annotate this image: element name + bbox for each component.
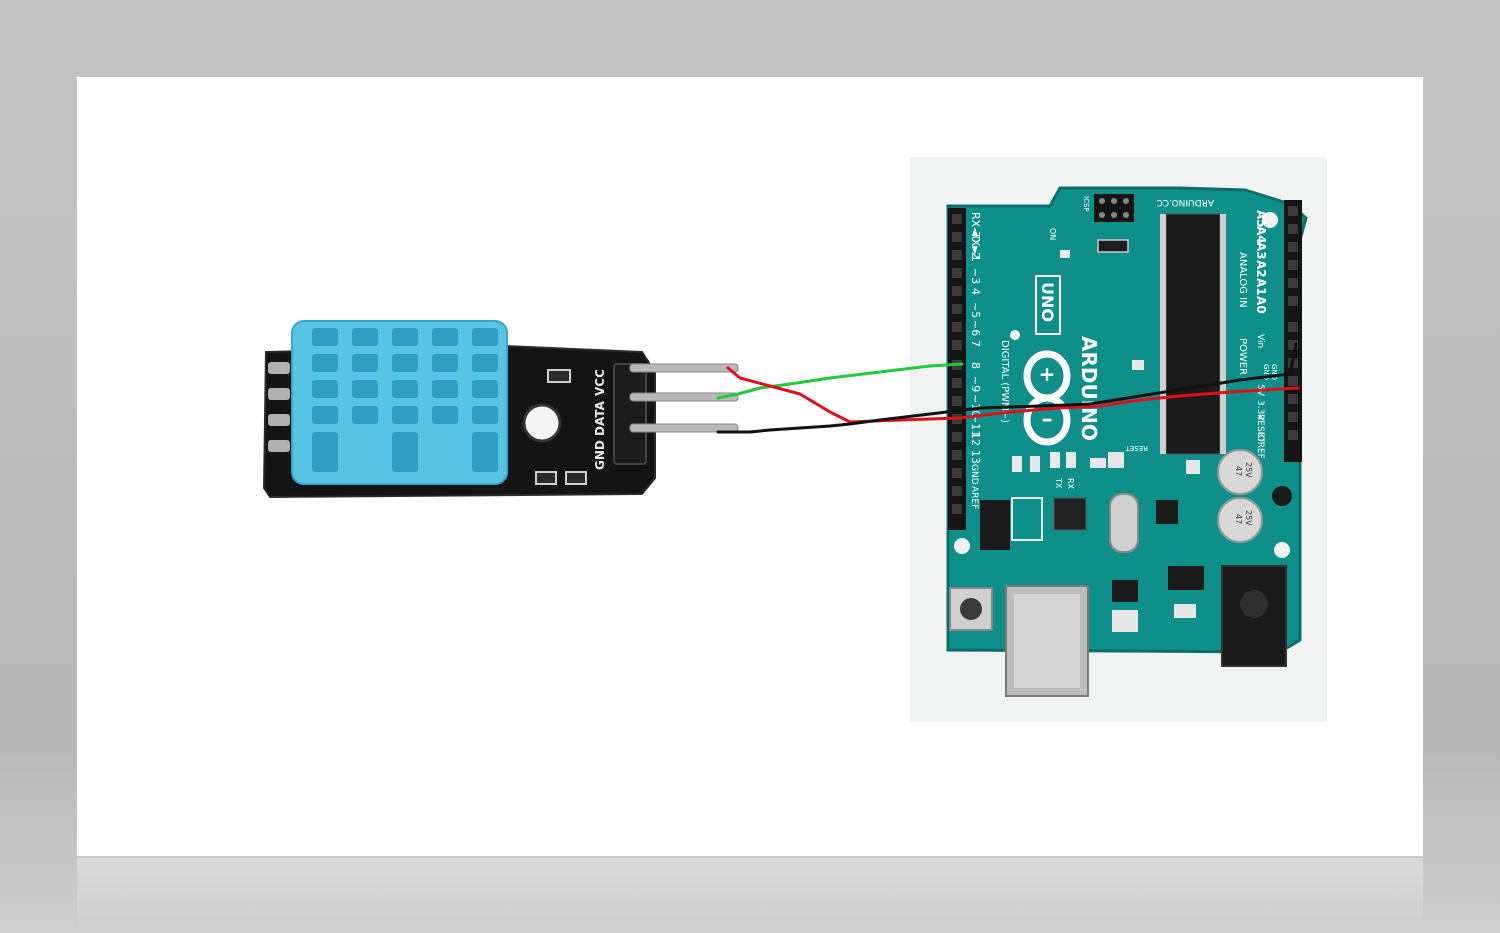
pin-label-d7: 7 — [969, 340, 982, 347]
pin-label-gnd-1: GND — [1270, 364, 1278, 380]
svg-text:–: – — [1042, 407, 1053, 432]
arduino-mount-hole-4 — [1010, 330, 1020, 340]
arduino-mount-hole-1 — [1262, 212, 1278, 228]
arduino-capacitor-1: 25V 47 — [1217, 449, 1263, 495]
sensor-header-pins — [629, 363, 739, 433]
wire-red-vcc — [726, 366, 1300, 424]
arduino-capacitor-2: 25V 47 — [1217, 497, 1263, 543]
dht11-sensor-module: GND DATA VCC — [262, 320, 739, 499]
arduino-mount-hole-2 — [954, 538, 970, 554]
arduino-chip-socket — [1160, 214, 1226, 454]
pin-label-ioref: IOREF — [1255, 432, 1265, 459]
sensor-pin-gnd — [629, 423, 739, 433]
pin-label-d6: ~6 — [969, 320, 982, 336]
arduino-tx-label: TX — [1054, 477, 1063, 489]
pin-label-d13: 13 — [969, 450, 982, 464]
arduino-digital-label: DIGITAL (PWM~) — [999, 340, 1010, 423]
arduino-microcontroller-chip — [1165, 213, 1221, 455]
pin-label-d10: ~10 — [969, 394, 982, 417]
sensor-pin-vcc — [629, 363, 739, 373]
arduino-icsp-pins — [1099, 198, 1129, 218]
arduino-analog-label: ANALOG IN — [1237, 252, 1248, 308]
pin-label-a0: A0 — [1254, 296, 1268, 314]
wire-black-gnd — [716, 342, 1298, 434]
arduino-usb-port-inner — [1014, 594, 1080, 688]
pin-label-d11: ~11 — [969, 414, 982, 437]
sensor-pin-header — [613, 363, 647, 465]
sensor-pin-labels: GND DATA VCC — [593, 369, 607, 470]
pin-label-gnd-digital: GND — [969, 464, 979, 485]
arduino-usb-chip — [1053, 497, 1087, 531]
cap-2-voltage-label: 25V — [1244, 510, 1253, 526]
arduino-power-label: POWER — [1237, 338, 1248, 375]
arduino-model-label: UNO — [1038, 282, 1057, 322]
arduino-site-label: ARDUINO.CC — [1157, 197, 1214, 207]
arduino-rx-label: RX — [1066, 478, 1075, 490]
pin-label-vin: Vin — [1255, 334, 1265, 348]
pin-label-d3: ~3 — [969, 268, 982, 284]
pin-label-reset: RESET — [1255, 414, 1265, 443]
pin-label-a2: A2 — [1254, 260, 1268, 278]
arduino-digital-pin-labels: RX◄0 TX►1 2 ~3 4 ~5 ~6 7 8 ~9 ~10 ~11 12… — [969, 212, 982, 509]
arduino-smd-components — [1012, 239, 1204, 632]
arduino-jumper-block — [980, 500, 1010, 550]
svg-text:+: + — [1039, 362, 1056, 386]
pin-label-d4: 4 — [969, 288, 982, 295]
pin-label-d8: 8 — [969, 362, 982, 369]
cap-1-value-label: 47 — [1234, 466, 1243, 476]
wires — [716, 342, 1300, 434]
pin-label-d1: TX►1 — [969, 231, 982, 262]
arduino-reset-button-cap — [960, 598, 982, 620]
pin-label-gnd-2: GND — [1262, 364, 1270, 380]
sensor-smd-cap — [565, 471, 587, 485]
arduino-model-box — [1035, 275, 1061, 335]
pin-label-d12: 12 — [969, 432, 982, 446]
arduino-jumper-pads — [1011, 497, 1043, 541]
arduino-uno-board: RX◄0 TX►1 2 ~3 4 ~5 ~6 7 8 ~9 ~10 ~11 12… — [910, 157, 1327, 722]
sensor-smd-led — [535, 471, 557, 485]
pin-label-a4: A4 — [1254, 226, 1268, 244]
pin-label-d0: RX◄0 — [969, 212, 982, 243]
pin-label-d9: ~9 — [969, 376, 982, 392]
pin-label-aref: AREF — [969, 486, 979, 509]
pin-label-a1: A1 — [1254, 278, 1268, 296]
arduino-logo: + – — [1023, 350, 1071, 446]
arduino-small-cap — [1272, 486, 1292, 506]
arduino-reset-label: RESET — [1125, 444, 1148, 452]
sensor-pin-label-vcc: VCC — [593, 369, 607, 396]
pin-label-a3: A3 — [1254, 242, 1268, 260]
sensor-side-pins — [268, 362, 290, 452]
pin-label-a5: A5 — [1254, 210, 1268, 228]
arduino-crystal — [1109, 493, 1139, 553]
sensor-pin-label-data: DATA — [593, 400, 607, 436]
arduino-on-label: ON — [1048, 228, 1057, 240]
cap-1-voltage-label: 25V — [1244, 462, 1253, 478]
sensor-smd-resistor — [547, 369, 571, 383]
cap-2-value-label: 47 — [1234, 514, 1243, 524]
wire-green-data — [716, 362, 964, 400]
sensor-pin-data — [629, 392, 739, 402]
arduino-brand-label: ARDUINO — [1077, 336, 1101, 441]
slide-reflection — [77, 858, 1423, 933]
sensor-grille — [312, 328, 498, 472]
arduino-power-jack-hole — [1240, 590, 1268, 618]
sensor-mounting-hole — [522, 403, 562, 443]
arduino-icsp-label: ICSP — [1082, 196, 1090, 212]
pin-label-d5: ~5 — [969, 302, 982, 318]
pin-label-3v3: 3.3V — [1255, 400, 1265, 421]
pin-label-d2: 2 — [969, 252, 982, 259]
arduino-mount-hole-3 — [1274, 542, 1290, 558]
sensor-pin-label-gnd: GND — [593, 440, 607, 470]
arduino-analog-pin-labels: A0 A1 A2 A3 A4 A5 — [1254, 210, 1268, 314]
